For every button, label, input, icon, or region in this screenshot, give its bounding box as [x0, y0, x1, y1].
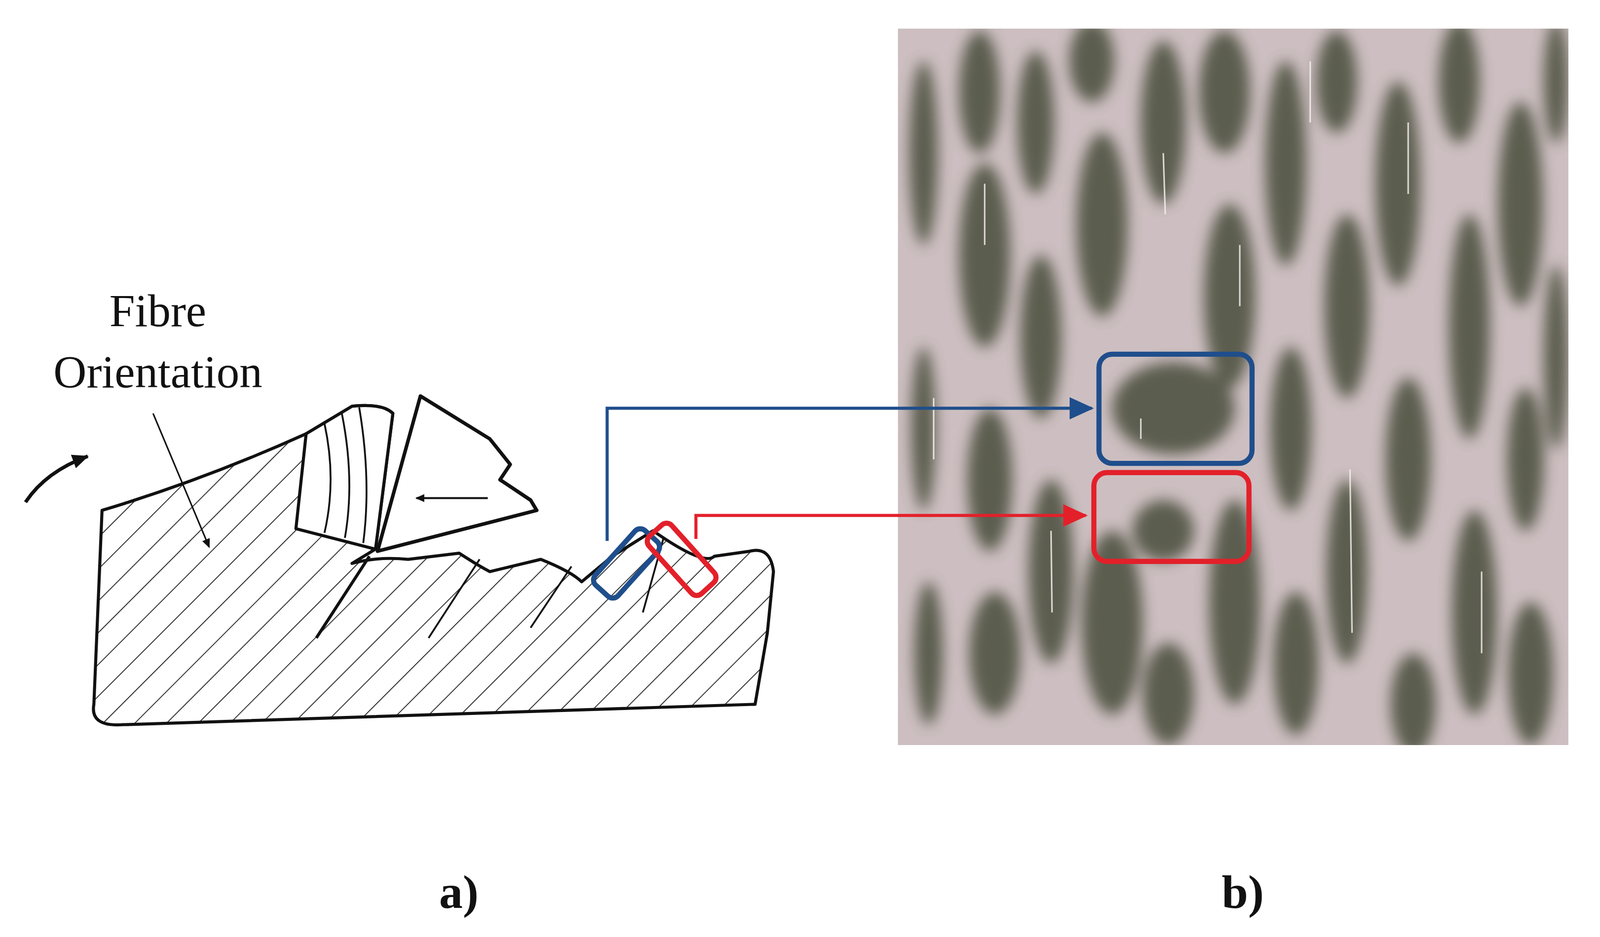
callout-label: Fibre Orientation	[19, 280, 297, 403]
red-zoom-box	[1093, 472, 1249, 562]
cutting-tool	[377, 396, 537, 552]
blue-link-arrow	[607, 408, 1092, 541]
blue-zoom-box	[1098, 354, 1252, 464]
rotation-arrow	[25, 456, 88, 503]
red-link-arrow	[696, 515, 1086, 540]
leader-line	[152, 413, 210, 548]
panel-label: a)	[409, 863, 509, 921]
red-region-box	[644, 520, 719, 598]
panel-label: b)	[1193, 863, 1293, 921]
micrograph	[897, 28, 1569, 745]
